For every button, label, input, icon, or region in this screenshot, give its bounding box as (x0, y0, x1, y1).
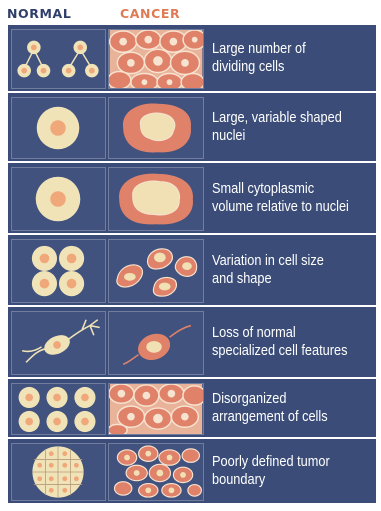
label-cytoplasmic-volume: Small cytoplasmic volume relative to nuc… (212, 163, 355, 233)
label-dividing-cells-line-1: Large number of (212, 40, 355, 58)
label-size-shape-line-1: Variation in cell size (212, 252, 355, 270)
row-dividing-cells: Large number of dividing cells (8, 25, 376, 91)
label-nuclei-shape-line-2: nuclei (212, 127, 355, 145)
label-tumor-boundary-line-2: boundary (212, 471, 355, 489)
normal-size-shape-illustration (11, 239, 106, 303)
normal-dividing-cells-illustration (11, 29, 106, 89)
row-arrangement: Disorganized arrangement of cells (8, 379, 376, 437)
label-arrangement-line-1: Disorganized (212, 390, 355, 408)
label-arrangement-line-2: arrangement of cells (212, 408, 355, 426)
cancer-nucleus-illustration (108, 97, 204, 159)
cancer-dividing-cells-illustration (108, 29, 204, 89)
normal-tumor-boundary-illustration (11, 443, 106, 501)
label-nuclei-shape: Large, variable shaped nuclei (212, 93, 355, 161)
normal-column-header: NORMAL (7, 6, 71, 21)
row-size-shape: Variation in cell size and shape (8, 235, 376, 305)
label-specialized-features-line-1: Loss of normal (212, 324, 355, 342)
label-size-shape-line-2: and shape (212, 270, 355, 288)
row-nuclei-shape: Large, variable shaped nuclei (8, 93, 376, 161)
comparison-panel: Large number of dividing cells Large, va… (8, 25, 376, 503)
normal-arrangement-illustration (11, 383, 106, 435)
normal-nucleus-illustration (11, 97, 106, 159)
label-specialized-features: Loss of normal specialized cell features (212, 307, 355, 377)
row-cytoplasmic-volume: Small cytoplasmic volume relative to nuc… (8, 163, 376, 233)
normal-specialized-cell-illustration (11, 311, 106, 375)
label-cytoplasmic-volume-line-2: volume relative to nuclei (212, 198, 355, 216)
label-cytoplasmic-volume-line-1: Small cytoplasmic (212, 180, 355, 198)
cancer-cytoplasm-illustration (108, 167, 204, 231)
label-dividing-cells-line-2: dividing cells (212, 58, 355, 76)
cancer-tumor-boundary-illustration (108, 443, 204, 501)
row-specialized-features: Loss of normal specialized cell features (8, 307, 376, 377)
cancer-size-shape-illustration (108, 239, 204, 303)
label-nuclei-shape-line-1: Large, variable shaped (212, 109, 355, 127)
normal-cytoplasm-illustration (11, 167, 106, 231)
cancer-specialized-cell-illustration (108, 311, 204, 375)
label-size-shape: Variation in cell size and shape (212, 235, 355, 305)
label-dividing-cells: Large number of dividing cells (212, 25, 355, 91)
cancer-arrangement-illustration (108, 383, 204, 435)
cancer-column-header: CANCER (120, 6, 180, 21)
label-tumor-boundary: Poorly defined tumor boundary (212, 439, 355, 503)
label-arrangement: Disorganized arrangement of cells (212, 379, 355, 437)
row-tumor-boundary: Poorly defined tumor boundary (8, 439, 376, 503)
label-tumor-boundary-line-1: Poorly defined tumor (212, 453, 355, 471)
label-specialized-features-line-2: specialized cell features (212, 342, 355, 360)
